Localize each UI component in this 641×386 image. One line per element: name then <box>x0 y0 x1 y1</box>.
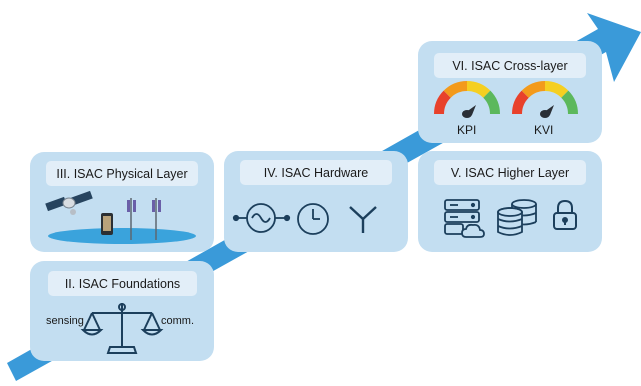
gauge-icon <box>434 81 500 118</box>
kvi-label: KVI <box>534 123 554 137</box>
cross-layer-title: VI. ISAC Cross-layer <box>434 53 586 78</box>
ground-ellipse <box>48 228 196 244</box>
antenna-icon <box>349 206 377 233</box>
hardware-title: IV. ISAC Hardware <box>240 160 392 185</box>
physical-layer-title: III. ISAC Physical Layer <box>46 161 198 186</box>
antenna-tower-icon <box>152 198 161 240</box>
foundations-title: II. ISAC Foundations <box>48 271 197 296</box>
sensing-label: sensing <box>46 315 84 327</box>
antenna-tower-icon <box>127 198 136 240</box>
physical-layer-scene <box>45 190 196 244</box>
kpi-label: KPI <box>457 123 477 137</box>
balance-scale-icon <box>80 303 164 354</box>
smartphone-icon <box>101 213 113 235</box>
padlock-icon <box>553 199 577 230</box>
higher-layer-title: V. ISAC Higher Layer <box>434 160 586 185</box>
satellite-icon <box>45 190 93 215</box>
clock-icon <box>297 203 329 235</box>
server-cloud-icon <box>444 199 485 238</box>
oscillator-icon <box>232 203 291 233</box>
database-icon <box>497 199 537 236</box>
comm-label: comm. <box>161 315 194 327</box>
gauge-icon <box>512 81 578 118</box>
